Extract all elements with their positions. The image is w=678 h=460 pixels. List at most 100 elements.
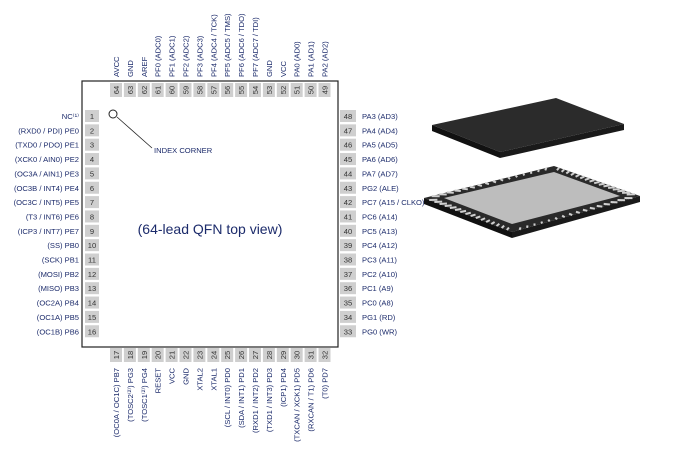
package-lead [598,182,605,186]
pin-number: 44 [344,169,352,178]
pin-box [193,83,206,97]
pin-box [221,348,234,362]
pin-number: 10 [88,241,96,250]
package-lead [570,172,575,176]
pin-number: 42 [344,198,352,207]
pin-number: 14 [88,299,96,308]
pin-label: PG2 (ALE) [362,184,399,193]
pin-label: (OC0A / OC1C) PB7 [112,368,121,437]
pin-label: (T0) PD7 [321,368,330,399]
pin-number: 60 [168,86,177,94]
pin-box [207,83,220,97]
pin-label: PF4 (ADC4 / TCK) [209,14,218,77]
pin-number: 61 [154,86,163,94]
pin-number: 2 [90,126,94,135]
pin-box [165,83,178,97]
pin-number: 1 [90,112,94,121]
package-lead [579,175,585,180]
pin-box [123,348,136,362]
chip-top-side-right [500,124,624,158]
pin-label: (SCK) PB1 [42,256,79,265]
pin-label: PF6 (ADC6 / TDO) [237,13,246,77]
package-lead [460,209,467,213]
pin-label: PC7 (A15 / CLKO) [362,198,425,207]
pin-box [340,296,356,309]
package-lead [554,216,558,221]
pin-label: (OC3C / INT5) PE5 [14,198,79,207]
package-lead [612,187,620,191]
pin-number: 43 [344,184,352,193]
pin-box [340,325,356,338]
package-lead [603,184,610,188]
pin-label: PF5 (ADC5 / TMS) [223,13,232,77]
pin-number: 45 [344,155,352,164]
package-lead [596,204,603,208]
package-lead [540,221,544,224]
pin-box [123,83,136,97]
pin-box [340,167,356,180]
package-lead [560,168,565,173]
pin-label: PA4 (AD4) [362,126,398,135]
package-lead [475,215,481,219]
package-lead [500,224,505,229]
package-lead [480,217,486,221]
package-lead [607,186,615,190]
pin-box [85,138,99,151]
pin-label: (ICP1) PD4 [279,368,288,407]
diagram-title: (64-lead QFN top view) [138,221,283,237]
pin-label: AREF [140,56,149,77]
pin-box [165,348,178,362]
pin-box [340,310,356,323]
pin-number: 62 [140,86,149,94]
pin-number: 55 [237,86,246,94]
pin-number: 37 [344,270,352,279]
package-lead [490,221,496,225]
package-lead [507,176,511,180]
pin-box [340,210,356,223]
package-lead [444,204,452,207]
package-lead [477,183,483,187]
pin-label: (T3 / INT6) PE6 [26,212,79,221]
pin-box [304,348,317,362]
pin-number: 57 [209,86,218,94]
package-lead [449,206,457,209]
pin-number: 51 [293,86,302,94]
package-lead [589,179,595,183]
pin-box [340,110,356,122]
pin-box [340,267,356,280]
pin-label: PA7 (AD7) [362,169,398,178]
package-lead [439,202,448,205]
pin-box [151,83,164,97]
pin-label: PA2 (AD2) [321,41,330,77]
pin-number: 18 [126,351,135,359]
package-lead [465,211,472,215]
pin-number: 58 [195,86,204,94]
pin-label: XTAL2 [195,368,204,391]
pin-number: 36 [344,284,352,293]
pin-box [290,83,303,97]
pin-box [85,239,99,252]
pin-number: 7 [90,198,94,207]
pin-number: 20 [154,351,163,359]
pin-number: 17 [112,351,121,359]
pin-box [340,124,356,137]
package-lead [565,170,570,175]
pin-label: RESET [154,368,163,394]
package-lead [506,226,510,231]
pin-label: PC3 (A11) [362,256,397,265]
package-lead [556,167,560,171]
pin-label: PC5 (A13) [362,227,398,236]
pin-box [85,181,99,194]
pin-number: 53 [265,86,274,94]
pin-number: 30 [293,351,302,359]
pin-label: PC6 (A14) [362,212,398,221]
pin-label: (TOSC2⁽²⁾) PG3 [126,368,135,422]
pin-box [85,325,99,338]
pin-number: 39 [344,241,352,250]
pin-box [85,253,99,266]
package-lead [561,214,566,219]
pin-box [207,348,220,362]
pin-label: (MOSI) PB2 [38,270,79,279]
pin-label: (XCK0 / AIN0) PE2 [15,155,79,164]
pin-box [193,348,206,362]
